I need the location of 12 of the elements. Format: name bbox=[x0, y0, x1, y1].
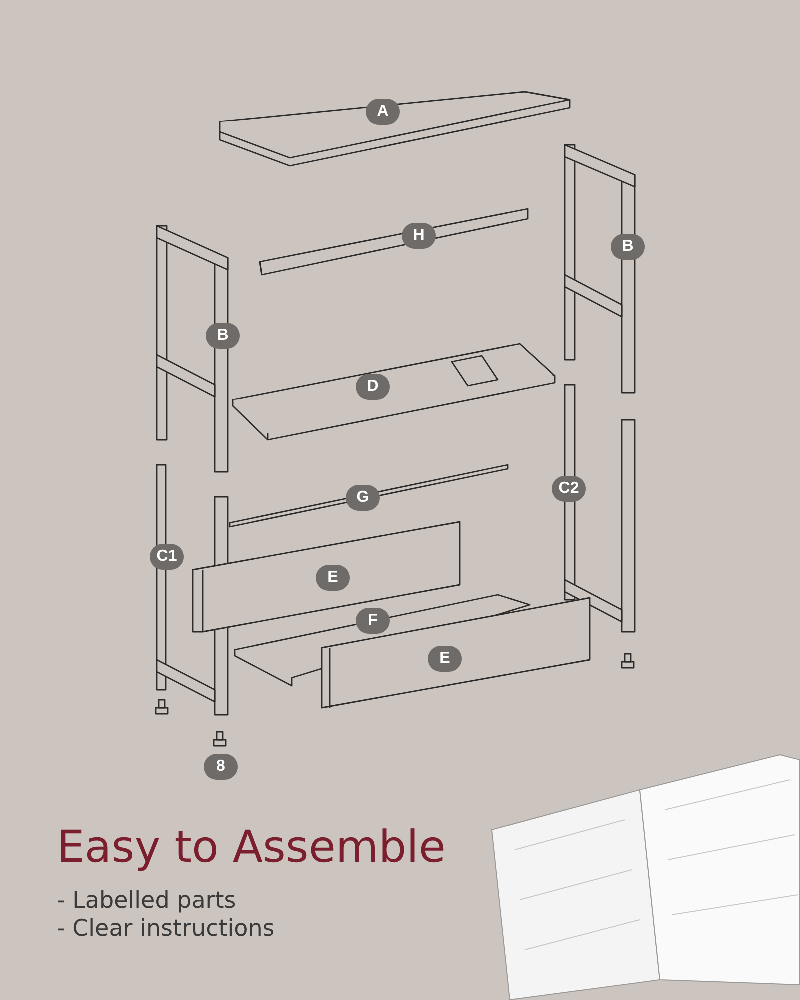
callout-label: C1 bbox=[150, 544, 184, 570]
callout-label: F bbox=[356, 608, 390, 634]
callout-label: 8 bbox=[204, 754, 238, 780]
callout-label: C2 bbox=[552, 476, 586, 502]
bullet-text: - Clear instructions bbox=[57, 916, 275, 942]
title: Easy to Assemble bbox=[57, 822, 446, 873]
callout-label: B bbox=[206, 323, 240, 349]
callout-label: B bbox=[611, 234, 645, 260]
callout-label: G bbox=[346, 485, 380, 511]
bullet-text: - Labelled parts bbox=[57, 888, 236, 914]
callout-label: H bbox=[402, 223, 436, 249]
callout-label: A bbox=[366, 99, 400, 125]
